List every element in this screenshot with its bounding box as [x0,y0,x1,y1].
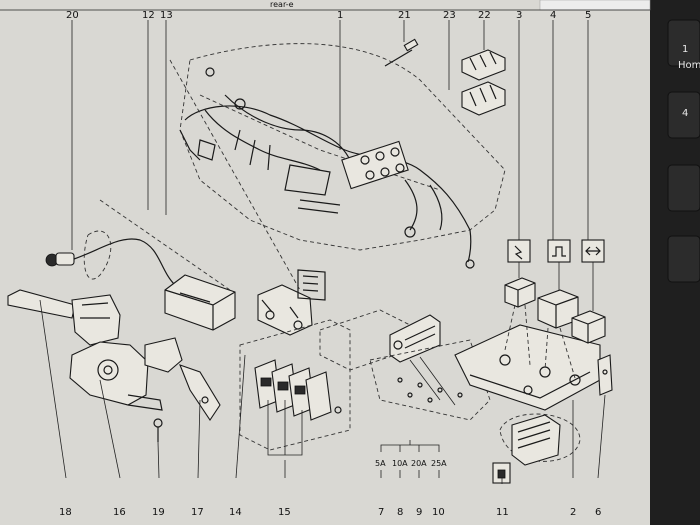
wiper-stalk-17 [144,337,221,421]
relay-3 [504,239,536,308]
callout-11: 11 [496,507,509,518]
connector-22 [461,49,506,81]
callout-16: 16 [113,507,126,518]
fuse-box [319,309,491,421]
fuse-rating-25a: 25A [431,459,447,468]
socket-11 [492,413,581,484]
callout-19: 19 [152,507,165,518]
stalk-switch-18 [7,289,121,346]
callout-14: 14 [229,507,242,518]
keyboard-text-4: 4 [682,108,688,119]
bracket-6 [597,354,613,396]
corner-text: rear-e [270,0,294,9]
keyboard-text-1: 1 [682,44,688,55]
pin-21 [384,38,419,67]
fuse-rating-5a: 5A [375,459,386,468]
callout-23: 23 [443,10,456,21]
keyboard-key [667,91,700,139]
callout-20: 20 [66,10,79,21]
relay-plate-2 [454,324,601,411]
callout-22: 22 [478,10,491,21]
callout-15: 15 [278,507,291,518]
connector-23 [461,81,506,116]
switch-plate-16 [69,341,163,411]
callout-9: 9 [416,507,422,518]
callout-5: 5 [585,10,591,21]
callout-2: 2 [570,507,576,518]
callout-21: 21 [398,10,411,21]
callout-1: 1 [337,10,343,21]
fuse-rating-20a: 20A [411,459,427,468]
module-box-12 [99,199,236,331]
keyboard-key [667,164,700,212]
keyboard-key [667,235,700,283]
cable-connector-20 [45,230,176,286]
leader-lines [39,20,606,484]
fuse-rating-10a: 10A [392,459,408,468]
keyboard-key [667,19,700,67]
callout-18: 18 [59,507,72,518]
switch-block-13 [169,59,326,336]
keyboard-text-home: Hom [678,60,700,71]
screw-19 [153,418,163,442]
callout-10: 10 [432,507,445,518]
callout-7: 7 [378,507,384,518]
corner-sticker [539,0,651,11]
switch-panel-15 [239,319,351,451]
callout-4: 4 [550,10,556,21]
callout-3: 3 [516,10,522,21]
callout-8: 8 [397,507,403,518]
dashboard-harness [179,43,506,269]
callout-13: 13 [160,10,173,21]
relay-5 [571,239,606,344]
callout-17: 17 [191,507,204,518]
callout-12: 12 [142,10,155,21]
callout-6: 6 [595,507,601,518]
